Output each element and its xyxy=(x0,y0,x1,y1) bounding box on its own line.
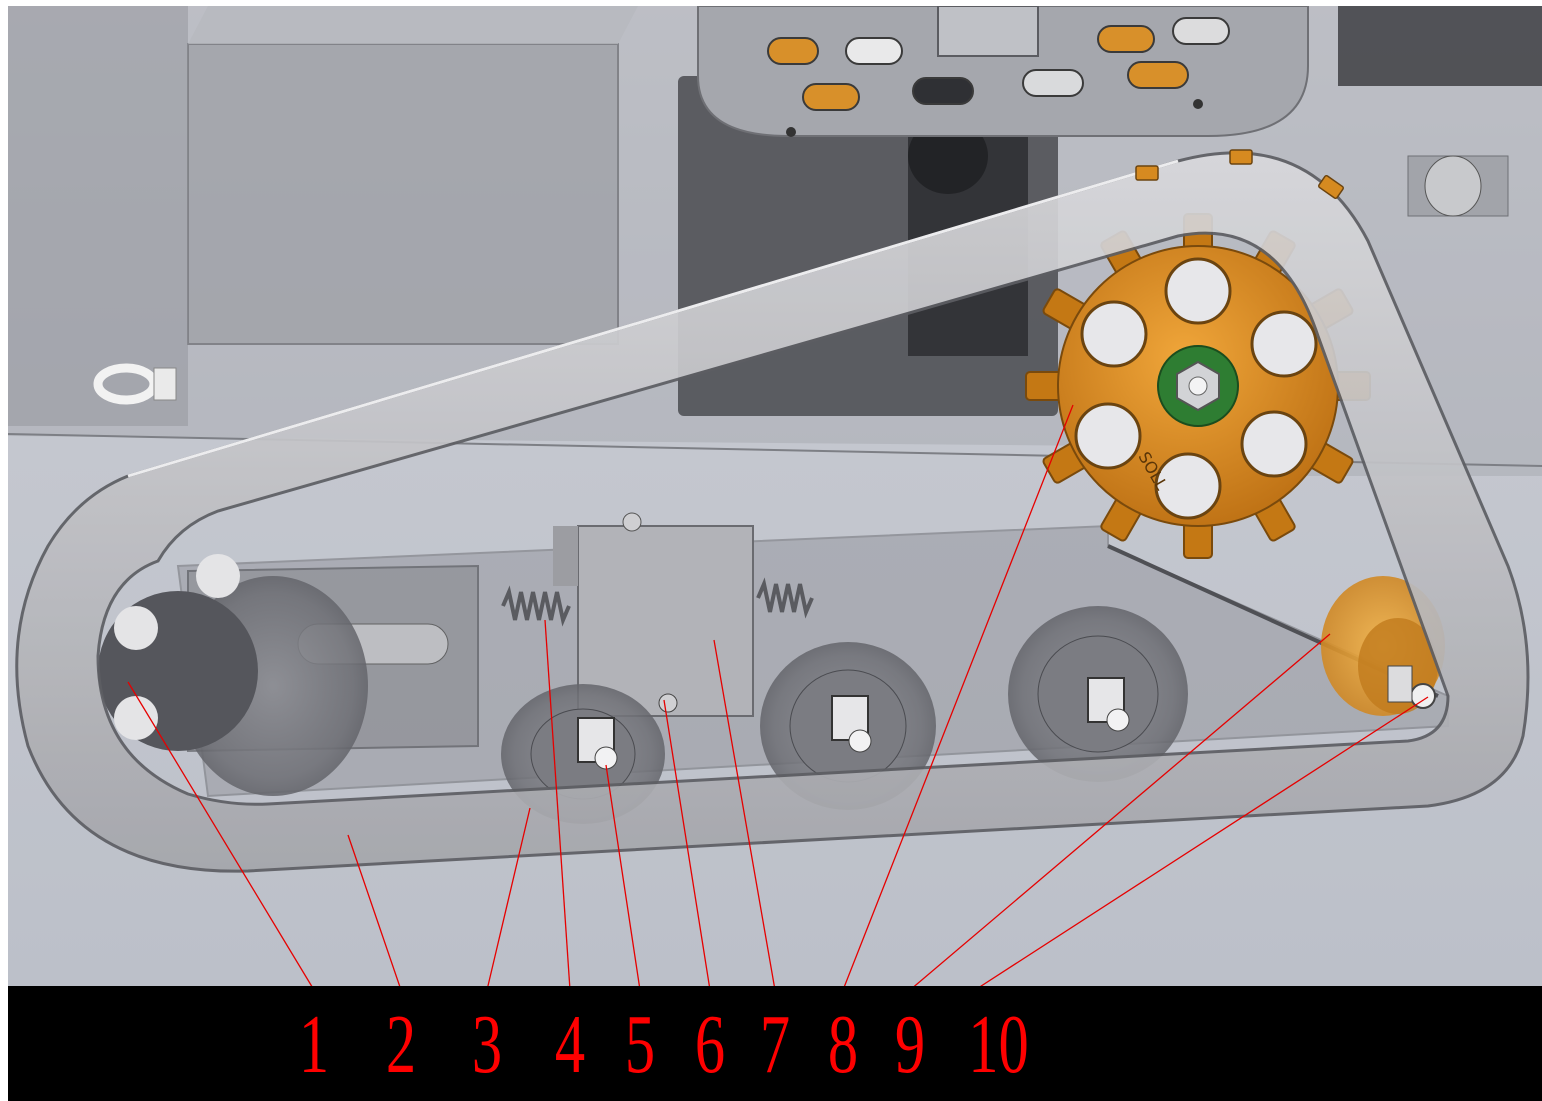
cad-render-drawing: SOLL xyxy=(8,6,1542,986)
callout-label-strip xyxy=(8,986,1542,1101)
callout-number-4: 4 xyxy=(554,998,586,1091)
callout-number-5: 5 xyxy=(624,998,656,1091)
callout-number-10: 10 xyxy=(968,998,1029,1091)
callout-number-1: 1 xyxy=(298,998,330,1091)
callout-number-3: 3 xyxy=(471,998,503,1091)
callout-number-2: 2 xyxy=(385,998,417,1091)
callout-number-8: 8 xyxy=(827,998,859,1091)
cad-render: SOLL xyxy=(8,6,1542,986)
callout-number-9: 9 xyxy=(894,998,926,1091)
callout-number-7: 7 xyxy=(759,998,791,1091)
callout-number-6: 6 xyxy=(694,998,726,1091)
